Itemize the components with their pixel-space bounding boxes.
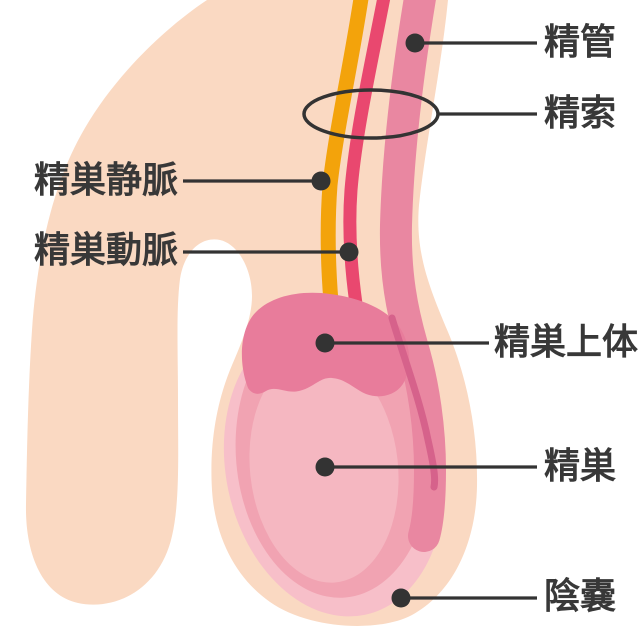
leader-dots xyxy=(311,33,425,608)
label-epididymis: 精巣上体 xyxy=(494,322,639,363)
testicular-vein-tube xyxy=(320,0,369,303)
leader-dot-vas-deferens xyxy=(405,33,425,53)
leader-dot-testicular-artery xyxy=(339,242,359,262)
label-spermatic-cord: 精索 xyxy=(544,93,617,134)
label-scrotum: 陰嚢 xyxy=(544,576,617,617)
testicular-artery-tube xyxy=(343,0,391,305)
leader-dot-scrotum xyxy=(391,588,411,608)
label-testicular-artery: 精巣動脈 xyxy=(33,230,178,271)
leader-lines xyxy=(183,41,537,600)
leader-dot-testicular-vein xyxy=(311,171,331,191)
epididymis-duct-line xyxy=(388,314,439,491)
label-testis: 精巣 xyxy=(544,446,617,487)
spermatic-cord-ellipse xyxy=(302,88,440,140)
label-testicular-vein: 精巣静脈 xyxy=(33,160,178,201)
leader-dot-testis xyxy=(315,457,335,477)
label-vas-deferens: 精管 xyxy=(544,22,617,63)
leader-dot-epididymis xyxy=(315,333,335,353)
vas-deferens-band-shape xyxy=(379,0,447,552)
